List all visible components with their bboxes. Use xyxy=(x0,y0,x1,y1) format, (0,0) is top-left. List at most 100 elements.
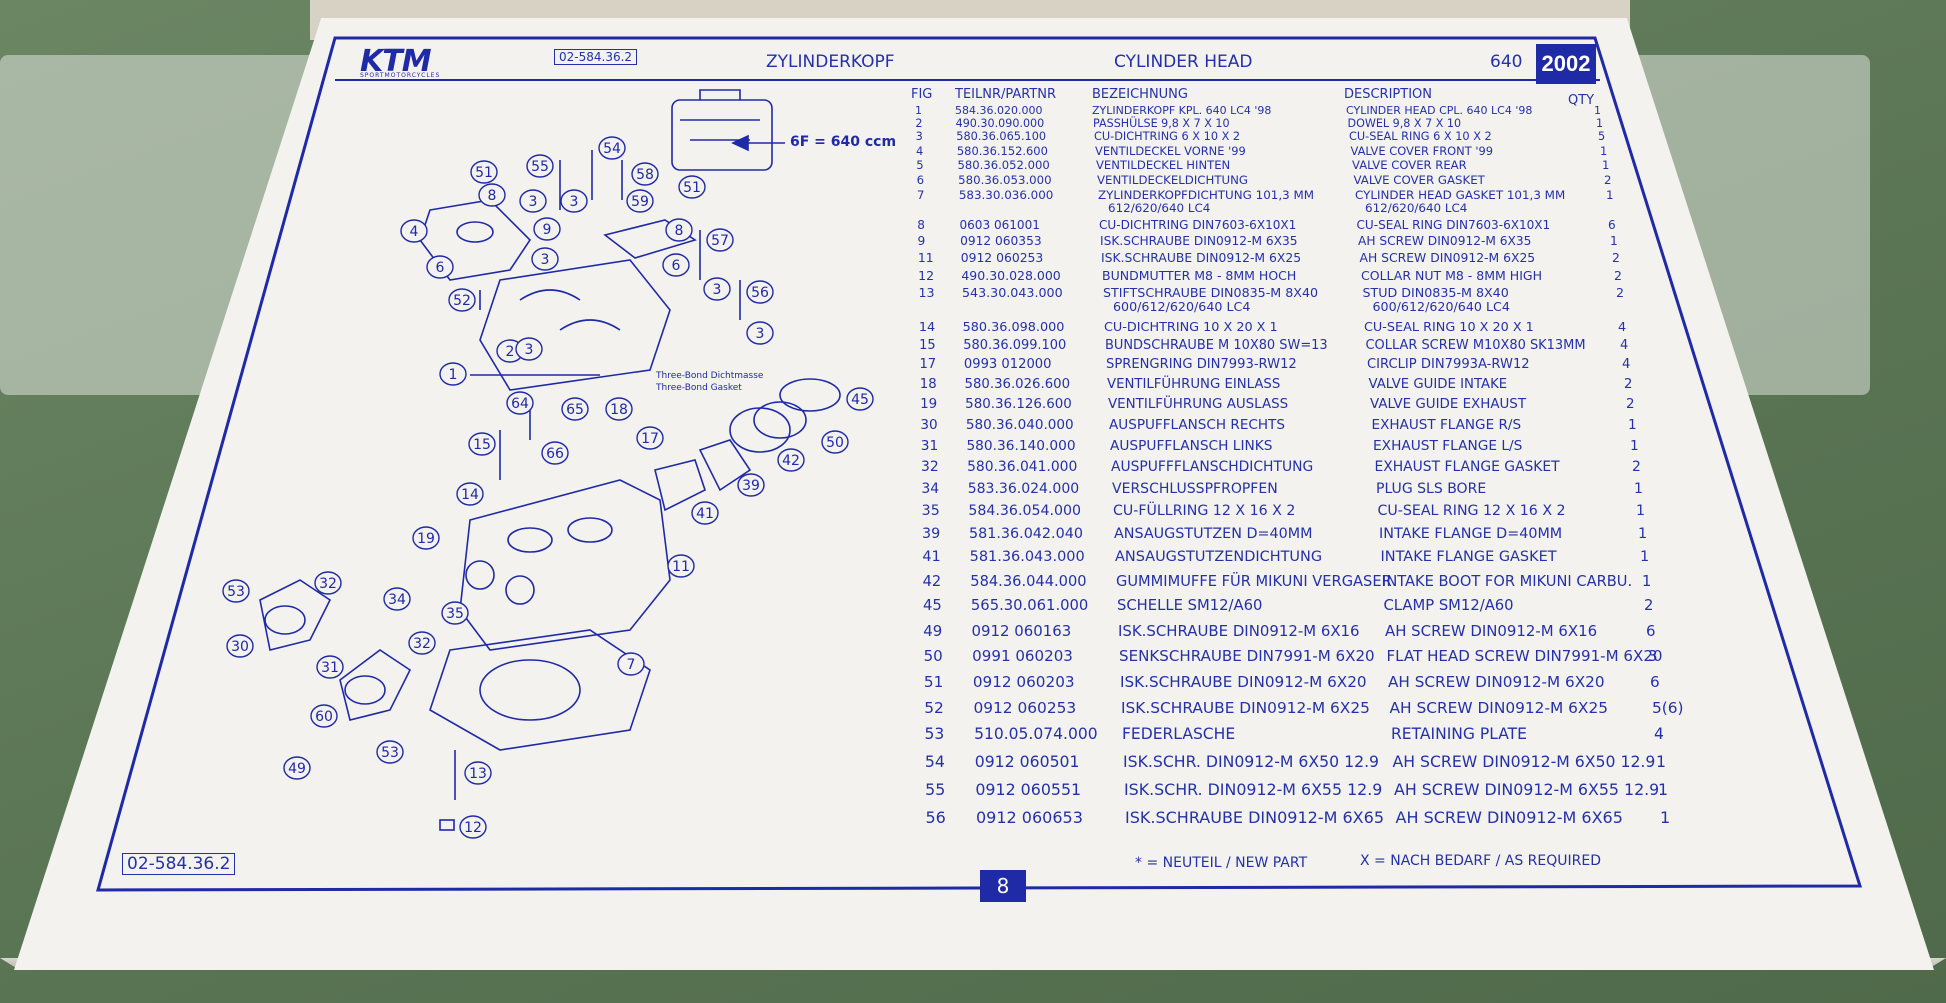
head-gasket xyxy=(429,629,651,751)
part-qty: 2 xyxy=(1624,376,1633,392)
part-fig: 34 xyxy=(921,481,940,498)
part-name-en: INTAKE FLANGE GASKET xyxy=(1380,549,1557,566)
callout-circle xyxy=(531,247,559,271)
part-qty: 1 xyxy=(1628,417,1637,434)
part-name-en: DOWEL 9,8 X 7 X 10 xyxy=(1347,116,1462,130)
callout-circle xyxy=(439,362,467,386)
callout-circle xyxy=(412,526,440,550)
callout-circle xyxy=(310,704,338,728)
part-number: 581.36.043.000 xyxy=(969,549,1085,566)
callout-label: 51 xyxy=(475,165,493,181)
part-fig: 7 xyxy=(916,188,925,203)
callout-label: 34 xyxy=(388,592,406,608)
part-name-de: VENTILDECKEL VORNE '99 xyxy=(1095,143,1246,158)
part-qty: 1 xyxy=(1610,234,1618,249)
part-fig: 13 xyxy=(918,285,935,301)
part-number: 0912 060253 xyxy=(960,250,1044,265)
part-name-en: COLLAR SCREW M10X80 SK13MM xyxy=(1365,338,1586,354)
part-fig: 3 xyxy=(915,130,923,144)
part-number: 0912 060653 xyxy=(976,807,1083,827)
part-number: 580.36.099.100 xyxy=(963,338,1067,354)
part-name-de: ANSAUGSTUTZENDICHTUNG xyxy=(1115,549,1323,566)
part-fig: 11 xyxy=(917,250,934,265)
part-name-de: VENTILDECKELDICHTUNG xyxy=(1097,173,1249,187)
part-name-en: CU-SEAL RING 6 X 10 X 2 xyxy=(1349,130,1492,144)
part-name-de: SCHELLE SM12/A60 xyxy=(1117,597,1263,615)
callout-label: 57 xyxy=(711,233,729,249)
callout-circle xyxy=(665,218,693,242)
callout-circle xyxy=(667,554,695,578)
part-qty: 5(6) xyxy=(1652,698,1684,717)
callout-label: 53 xyxy=(381,745,399,761)
part-number: 580.36.026.600 xyxy=(964,376,1071,392)
callout-circle xyxy=(746,280,774,304)
part-qty: 5 xyxy=(1598,130,1606,144)
callout-label: 30 xyxy=(231,639,249,655)
part-number: 543.30.043.000 xyxy=(962,285,1063,301)
part-qty: 1 xyxy=(1634,481,1643,498)
col-en: DESCRIPTION xyxy=(1344,87,1432,102)
part-qty: 6 xyxy=(1608,218,1616,233)
part-fig: 51 xyxy=(923,672,944,691)
callout-label: 9 xyxy=(543,222,552,238)
callout-label: 14 xyxy=(461,487,479,503)
part-fig: 8 xyxy=(917,218,925,233)
callout-label: 56 xyxy=(751,285,769,301)
part-number: 580.36.126.600 xyxy=(965,396,1072,412)
part-name-en: AH SCREW DIN0912-M 6X50 12.9 xyxy=(1392,752,1656,772)
part-number: 580.36.052.000 xyxy=(957,158,1050,173)
part-name-en-cont: 600/612/620/640 LC4 xyxy=(1372,298,1510,314)
part-qty: 4 xyxy=(1654,725,1664,744)
note-as-required: X = NACH BEDARF / AS REQUIRED xyxy=(1360,853,1601,869)
gasket-note-de: Three-Bond Dichtmasse xyxy=(656,371,764,381)
callout-circle xyxy=(448,288,476,312)
intake-flange xyxy=(698,439,752,492)
part-qty: 2 xyxy=(1626,396,1635,412)
part-fig: 15 xyxy=(919,338,936,354)
part-qty: 4 xyxy=(1618,319,1627,335)
part-qty: 1 xyxy=(1656,752,1666,772)
part-fig: 53 xyxy=(924,725,945,744)
gasket-note: Three-Bond Dichtmasse Three-Bond Gasket xyxy=(656,370,763,394)
part-qty: 2 xyxy=(1632,459,1641,476)
part-qty: 2 xyxy=(1616,285,1625,301)
callout-circle xyxy=(376,740,404,764)
part-number: 584.36.054.000 xyxy=(968,503,1082,520)
part-name-de: ISK.SCHR. DIN0912-M 6X50 12.9 xyxy=(1123,752,1380,772)
part-number: 0912 060501 xyxy=(974,752,1080,772)
part-number: 0603 061001 xyxy=(959,218,1040,233)
clamp xyxy=(779,378,841,412)
part-fig: 17 xyxy=(919,357,937,373)
callout-circle xyxy=(468,432,496,456)
part-qty: 4 xyxy=(1622,357,1631,373)
part-name-de: ISK.SCHRAUBE DIN0912-M 6X16 xyxy=(1118,621,1360,640)
part-qty: 2 xyxy=(1614,267,1622,283)
part-name-de: PASSHÜLSE 9,8 X 7 X 10 xyxy=(1093,116,1230,130)
part-number: 0912 060253 xyxy=(973,698,1077,717)
part-number: 580.36.053.000 xyxy=(958,173,1052,187)
part-name-en: AH SCREW DIN0912-M 6X25 xyxy=(1389,698,1609,717)
callout-label: 19 xyxy=(417,531,435,547)
part-fig: 5 xyxy=(916,158,924,173)
callout-circle xyxy=(560,189,588,213)
part-qty: 6 xyxy=(1646,621,1656,640)
part-fig: 45 xyxy=(922,597,942,615)
part-qty: 6 xyxy=(1650,672,1660,691)
callout-label: 17 xyxy=(641,431,659,447)
callout-circle xyxy=(478,183,506,207)
part-name-en: VALVE GUIDE INTAKE xyxy=(1368,376,1508,392)
callout-circle xyxy=(400,219,428,243)
part-fig: 52 xyxy=(924,698,944,717)
part-name-en: INTAKE BOOT FOR MIKUNI CARBU. xyxy=(1382,573,1633,591)
callout-circle xyxy=(703,277,731,301)
exhaust-flange-left xyxy=(339,649,412,721)
callout-label: 32 xyxy=(413,636,431,652)
arrow-head xyxy=(731,134,749,152)
part-qty: 1 xyxy=(1638,526,1648,543)
part-name-de: ISK.SCHR. DIN0912-M 6X55 12.9 xyxy=(1124,779,1383,799)
ktm-logo: KTM SPORTMOTORCYCLES xyxy=(360,44,441,79)
part-number: 584.36.044.000 xyxy=(970,573,1087,591)
callout-label: 58 xyxy=(636,167,654,183)
